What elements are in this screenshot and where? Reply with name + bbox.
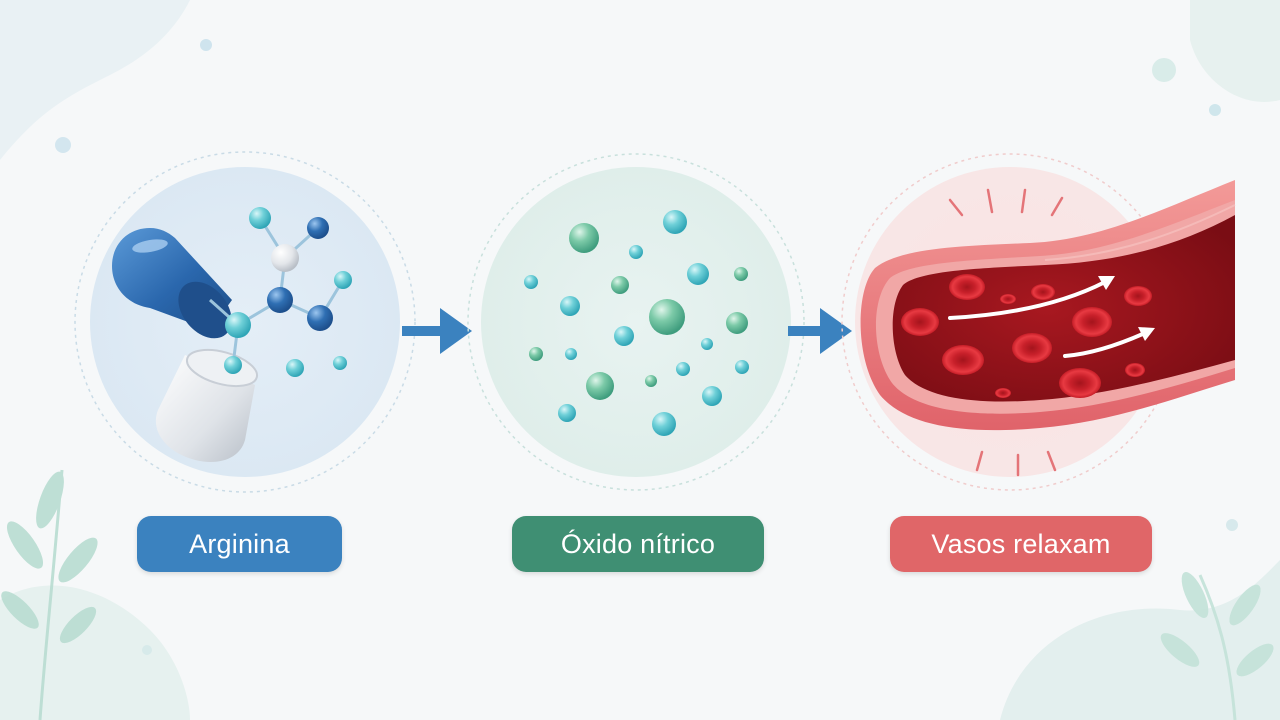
relax-indicator-lines — [948, 188, 1064, 477]
arrow-right-icon — [402, 308, 472, 354]
blood-flow-arrow-icon — [948, 280, 1147, 358]
red-blood-cells — [901, 274, 1152, 398]
arrow-right-icon — [788, 308, 852, 354]
nitric-oxide-molecules-icon — [524, 210, 749, 436]
step-oxido-nitrico-illustration — [467, 153, 805, 491]
blood-flow-arrowheads — [1098, 276, 1155, 341]
blood-vessel-icon — [860, 180, 1236, 431]
capsule-icon — [112, 228, 259, 462]
step-vasos-relaxam-illustration — [841, 153, 1236, 491]
step-label-vasos-relaxam: Vasos relaxam — [890, 516, 1152, 572]
molecule-atoms — [224, 207, 352, 377]
step-arginina-illustration — [74, 151, 416, 493]
dashed-ring — [74, 151, 416, 493]
step-label-oxido-nitrico: Óxido nítrico — [512, 516, 764, 572]
leaf-decoration-left — [1, 469, 98, 720]
step-label-arginina: Arginina — [137, 516, 342, 572]
leaf-decoration-right — [1160, 572, 1274, 720]
dashed-ring — [467, 153, 805, 491]
